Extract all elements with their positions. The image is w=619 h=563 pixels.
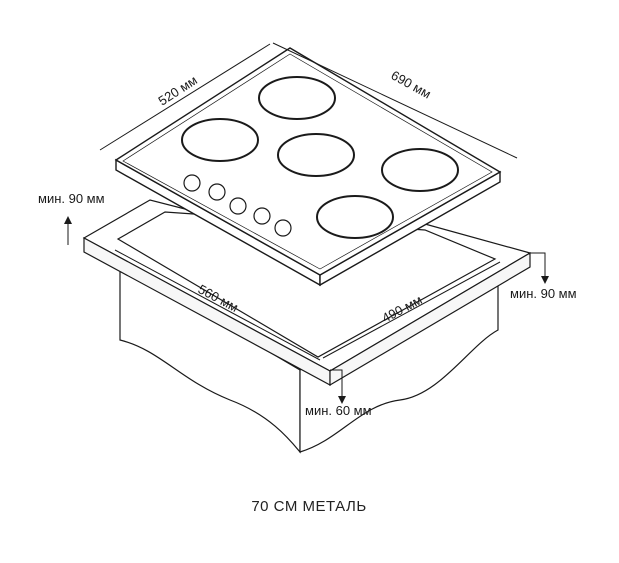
cabinet-left-side bbox=[87, 244, 301, 454]
product-caption: 70 СМ МЕТАЛЬ bbox=[251, 498, 366, 515]
burner-left bbox=[181, 118, 259, 162]
knob-3 bbox=[229, 197, 247, 215]
countertop-cutout bbox=[116, 211, 497, 358]
dimension-lines bbox=[64, 42, 549, 404]
dim-line-690 bbox=[272, 42, 518, 159]
label-690: 690 мм bbox=[389, 68, 434, 102]
arrow-right-clearance bbox=[528, 252, 549, 284]
label-clearance-right: мин. 90 мм bbox=[510, 286, 577, 301]
hob-inner-border bbox=[122, 53, 493, 270]
label-clearance-back: мин. 90 мм bbox=[38, 191, 105, 206]
control-knobs bbox=[183, 174, 292, 237]
burner-right bbox=[381, 148, 459, 192]
burner-back bbox=[258, 76, 336, 120]
hob bbox=[114, 47, 502, 287]
countertop-right-edge bbox=[329, 251, 531, 387]
burner-front bbox=[316, 195, 394, 239]
arrow-front-clearance bbox=[330, 369, 346, 404]
label-clearance-front: мин. 60 мм bbox=[305, 403, 372, 418]
knob-1 bbox=[183, 174, 201, 192]
dim-line-520 bbox=[99, 43, 271, 151]
dim-line-490 bbox=[322, 261, 501, 359]
countertop bbox=[82, 199, 532, 387]
label-520: 520 мм bbox=[155, 72, 199, 108]
burner-center bbox=[277, 133, 355, 177]
knob-5 bbox=[274, 219, 292, 237]
knob-4 bbox=[253, 207, 271, 225]
dim-line-560 bbox=[114, 249, 321, 361]
knob-2 bbox=[208, 183, 226, 201]
